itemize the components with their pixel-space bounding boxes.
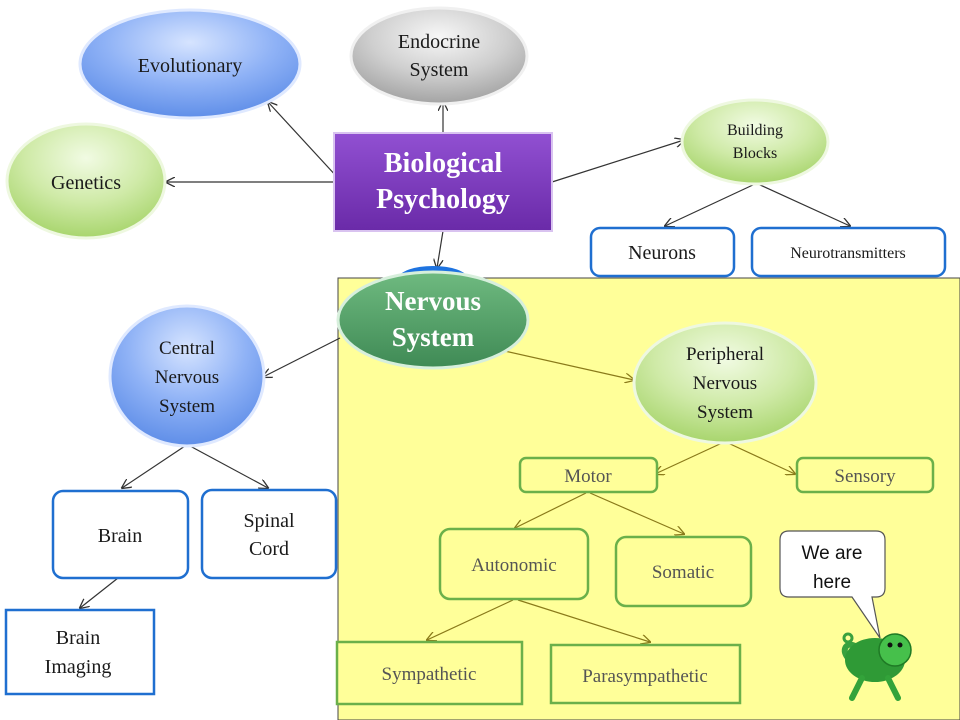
node-nervous-line-1: Nervous: [385, 286, 481, 316]
node-endocrine-line-2: System: [410, 59, 469, 81]
node-genetics[interactable]: Genetics: [5, 122, 167, 240]
arrow-brain-to-imaging: [80, 577, 119, 608]
node-building-line-2: Blocks: [733, 145, 777, 162]
node-biological-psychology[interactable]: Biological Psychology: [333, 132, 553, 232]
arrow-nervous-to-pns: [499, 349, 634, 380]
arrow-autonomic-to-sympathetic: [427, 599, 514, 640]
node-motor[interactable]: Motor: [518, 456, 659, 494]
node-building-blocks[interactable]: Building Blocks: [680, 98, 830, 186]
node-endocrine-system[interactable]: Endocrine System: [349, 6, 529, 106]
node-parasympathetic-label: Parasympathetic: [582, 666, 708, 687]
node-brain-imaging-line-1: Brain: [56, 627, 100, 649]
node-endocrine-line-1: Endocrine: [398, 31, 480, 53]
node-peripheral-nervous-system[interactable]: Peripheral Nervous System: [632, 321, 818, 445]
node-brain-imaging-line-2: Imaging: [45, 656, 112, 678]
callout-line-1: We are: [802, 543, 863, 564]
node-sensory-label: Sensory: [834, 466, 896, 487]
arrow-motor-to-somatic: [589, 492, 684, 534]
arrow-pns-to-motor: [655, 442, 723, 474]
node-sympathetic-label: Sympathetic: [382, 664, 477, 685]
node-building-line-1: Building: [727, 122, 783, 139]
node-brain-imaging[interactable]: Brain Imaging: [4, 608, 156, 696]
node-spinal-line-2: Cord: [249, 538, 289, 560]
connectors-dark: [80, 102, 850, 608]
callout-line-2: here: [813, 572, 851, 593]
arrow-cns-to-brain: [122, 445, 186, 488]
node-spinal-line-1: Spinal: [243, 510, 295, 532]
node-neurons-label: Neurons: [628, 242, 696, 264]
turtle-mascot-icon: [841, 632, 912, 701]
node-somatic[interactable]: Somatic: [614, 535, 753, 608]
node-evolutionary-label: Evolutionary: [138, 55, 242, 77]
node-autonomic[interactable]: Autonomic: [438, 527, 590, 601]
node-cns-line-1: Central: [159, 338, 215, 359]
node-autonomic-label: Autonomic: [471, 555, 557, 576]
arrow-autonomic-to-parasympathetic: [517, 599, 650, 642]
node-pns-line-1: Peripheral: [686, 344, 764, 365]
node-pns-line-3: System: [697, 402, 753, 423]
arrow-motor-to-autonomic: [515, 492, 587, 528]
node-nervous-line-2: System: [392, 322, 475, 352]
node-nervous-system[interactable]: Nervous System: [336, 266, 530, 370]
arrow-bio-to-nervous: [437, 230, 444, 268]
node-brain-label: Brain: [98, 525, 142, 547]
node-sensory[interactable]: Sensory: [795, 456, 935, 494]
arrow-bio-to-building-blocks: [551, 140, 684, 183]
node-somatic-label: Somatic: [652, 562, 714, 583]
arrow-blocks-to-neurotransmitters: [757, 183, 850, 226]
arrow-blocks-to-neurons: [665, 183, 756, 226]
node-pns-line-2: Nervous: [693, 373, 757, 394]
node-evolutionary[interactable]: Evolutionary: [78, 8, 302, 120]
node-central-nervous-system[interactable]: Central Nervous System: [108, 304, 266, 448]
node-genetics-label: Genetics: [51, 172, 121, 194]
node-brain[interactable]: Brain: [51, 489, 190, 580]
arrow-nervous-to-cns: [263, 337, 341, 377]
node-neurotransmitters[interactable]: Neurotransmitters: [750, 226, 947, 278]
node-neurotransmitters-label: Neurotransmitters: [790, 245, 906, 262]
node-parasympathetic[interactable]: Parasympathetic: [549, 643, 742, 705]
arrow-bio-to-evolutionary: [268, 102, 339, 179]
connectors-olive: [427, 349, 795, 642]
arrow-cns-to-spinal: [189, 445, 268, 488]
callout-bubble: We are here: [779, 530, 886, 639]
node-motor-label: Motor: [564, 466, 612, 487]
arrow-pns-to-sensory: [727, 442, 795, 474]
node-biological-line-2: Psychology: [376, 184, 510, 215]
node-neurons[interactable]: Neurons: [589, 226, 736, 278]
node-biological-line-1: Biological: [384, 148, 502, 179]
node-cns-line-3: System: [159, 396, 215, 417]
node-cns-line-2: Nervous: [155, 367, 219, 388]
node-sympathetic[interactable]: Sympathetic: [335, 640, 524, 706]
node-spinal-cord[interactable]: Spinal Cord: [200, 488, 338, 580]
